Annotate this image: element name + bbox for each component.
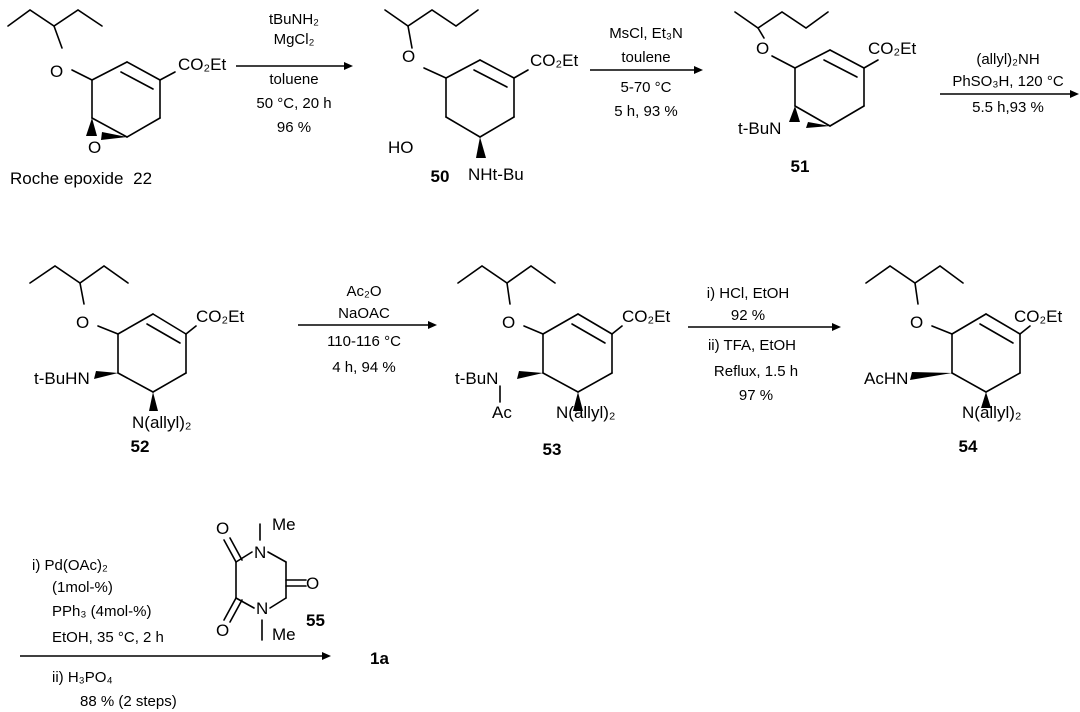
c22-ether-oxygen: O [50, 62, 63, 81]
s4-below-1: 4 h, 94 % [332, 359, 395, 376]
s2-below-1: 5 h, 93 % [614, 103, 677, 120]
compound-54: O CO₂Et AcHN N(allyl)₂ 54 [864, 265, 1062, 456]
c50-ester: CO₂Et [530, 51, 578, 70]
c22-name: Roche epoxide [10, 169, 123, 188]
s2-above-1: toulene [621, 49, 670, 66]
c55-methyl-top: Me [272, 515, 296, 534]
s5-below-2: 97 % [739, 387, 773, 404]
s1-above-1: MgCl₂ [274, 31, 315, 48]
c54-ester: CO₂Et [1014, 307, 1062, 326]
c51-ether-oxygen: O [756, 39, 769, 58]
c52-diallyl: N(allyl)₂ [132, 413, 191, 432]
arrow-step-6: i) Pd(OAc)₂ (1mol-%) PPh₃ (4mol-%) EtOH,… [20, 557, 331, 710]
c52-ether-oxygen: O [76, 313, 89, 332]
c53-ester: CO₂Et [622, 307, 670, 326]
s6-above-1: (1mol-%) [52, 579, 113, 596]
s6-above-2: PPh₃ (4mol-%) [52, 603, 151, 620]
s3-below-0: 5.5 h,93 % [972, 99, 1044, 116]
s1-below-0: toluene [269, 71, 318, 88]
s4-below-0: 110-116 °C [327, 333, 401, 350]
s6-above-3: EtOH, 35 °C, 2 h [52, 629, 164, 646]
c54-number: 54 [959, 437, 978, 456]
c52-number: 52 [131, 437, 150, 456]
s2-below-0: 5-70 °C [620, 79, 671, 96]
svg-text:Roche epoxide 22: Roche epoxide 22 [10, 169, 152, 188]
compound-51: O CO₂Et t-BuN 51 [734, 11, 916, 176]
c51-ester: CO₂Et [868, 39, 916, 58]
c54-acetamide: AcHN [864, 369, 908, 388]
c22-epoxide-oxygen: O [88, 138, 101, 157]
c22-ester: CO₂Et [178, 55, 226, 74]
c53-amide-nitrogen: t-BuN [455, 369, 498, 388]
c51-number: 51 [791, 157, 810, 176]
c54-diallyl: N(allyl)₂ [962, 403, 1021, 422]
c50-number: 50 [431, 167, 450, 186]
s3-above-0: (allyl)₂NH [976, 51, 1039, 68]
arrow-step-4: Ac₂O NaOAC 110-116 °C 4 h, 94 % [298, 283, 437, 376]
s2-above-0: MsCl, Et₃N [609, 25, 683, 42]
arrow-step-2: MsCl, Et₃N toulene 5-70 °C 5 h, 93 % [590, 25, 703, 120]
compound-52: O CO₂Et t-BuHN N(allyl)₂ 52 [29, 265, 244, 456]
c50-amine: NHt-Bu [468, 165, 524, 184]
s1-below-2: 96 % [277, 119, 311, 136]
c55-nitrogen-bottom: N [256, 599, 268, 618]
c55-nitrogen-top: N [254, 543, 266, 562]
c54-ether-oxygen: O [910, 313, 923, 332]
compound-53: O CO₂Et t-BuN Ac N(allyl)₂ 53 [455, 265, 670, 459]
compound-55: O O O N N Me Me 55 [216, 515, 325, 644]
arrow-step-3: (allyl)₂NH PhSO₃H, 120 °C 5.5 h,93 % [940, 51, 1079, 116]
s5-below-0: ii) TFA, EtOH [708, 337, 796, 354]
c55-carbonyl-o-top: O [216, 519, 229, 538]
c52-ester: CO₂Et [196, 307, 244, 326]
c55-carbonyl-o-right: O [306, 574, 319, 593]
c53-ether-oxygen: O [502, 313, 515, 332]
s6-below-1: 88 % (2 steps) [80, 693, 177, 710]
compound-50: O CO₂Et HO NHt-Bu 50 [384, 9, 578, 186]
s3-above-1: PhSO₃H, 120 °C [952, 73, 1063, 90]
s5-above-0: i) HCl, EtOH [707, 285, 790, 302]
arrow-step-5: i) HCl, EtOH 92 % ii) TFA, EtOH Reflux, … [688, 285, 841, 404]
s1-below-1: 50 °C, 20 h [256, 95, 331, 112]
c53-acyl: Ac [492, 403, 512, 422]
c52-amine: t-BuHN [34, 369, 90, 388]
c55-methyl-bottom: Me [272, 625, 296, 644]
c50-ether-oxygen: O [402, 47, 415, 66]
c55-carbonyl-o-bottom: O [216, 621, 229, 640]
c53-number: 53 [543, 440, 562, 459]
c55-number: 55 [306, 611, 325, 630]
c51-aziridine: t-BuN [738, 119, 781, 138]
s4-above-1: NaOAC [338, 305, 390, 322]
s1-above-0: tBuNH₂ [269, 11, 319, 28]
c22-number: 22 [133, 169, 152, 188]
s6-below-0: ii) H₃PO₄ [52, 669, 113, 686]
c53-diallyl: N(allyl)₂ [556, 403, 615, 422]
s5-below-1: Reflux, 1.5 h [714, 363, 798, 380]
s4-above-0: Ac₂O [347, 283, 382, 300]
c50-hydroxyl: HO [388, 138, 414, 157]
s6-above-0: i) Pd(OAc)₂ [32, 557, 108, 574]
s5-above-1: 92 % [731, 307, 765, 324]
product-1a: 1a [370, 649, 389, 668]
compound-22: O CO₂Et O Roche epoxide 22 [7, 9, 226, 188]
arrow-step-1: tBuNH₂ MgCl₂ toluene 50 °C, 20 h 96 % [236, 11, 353, 136]
